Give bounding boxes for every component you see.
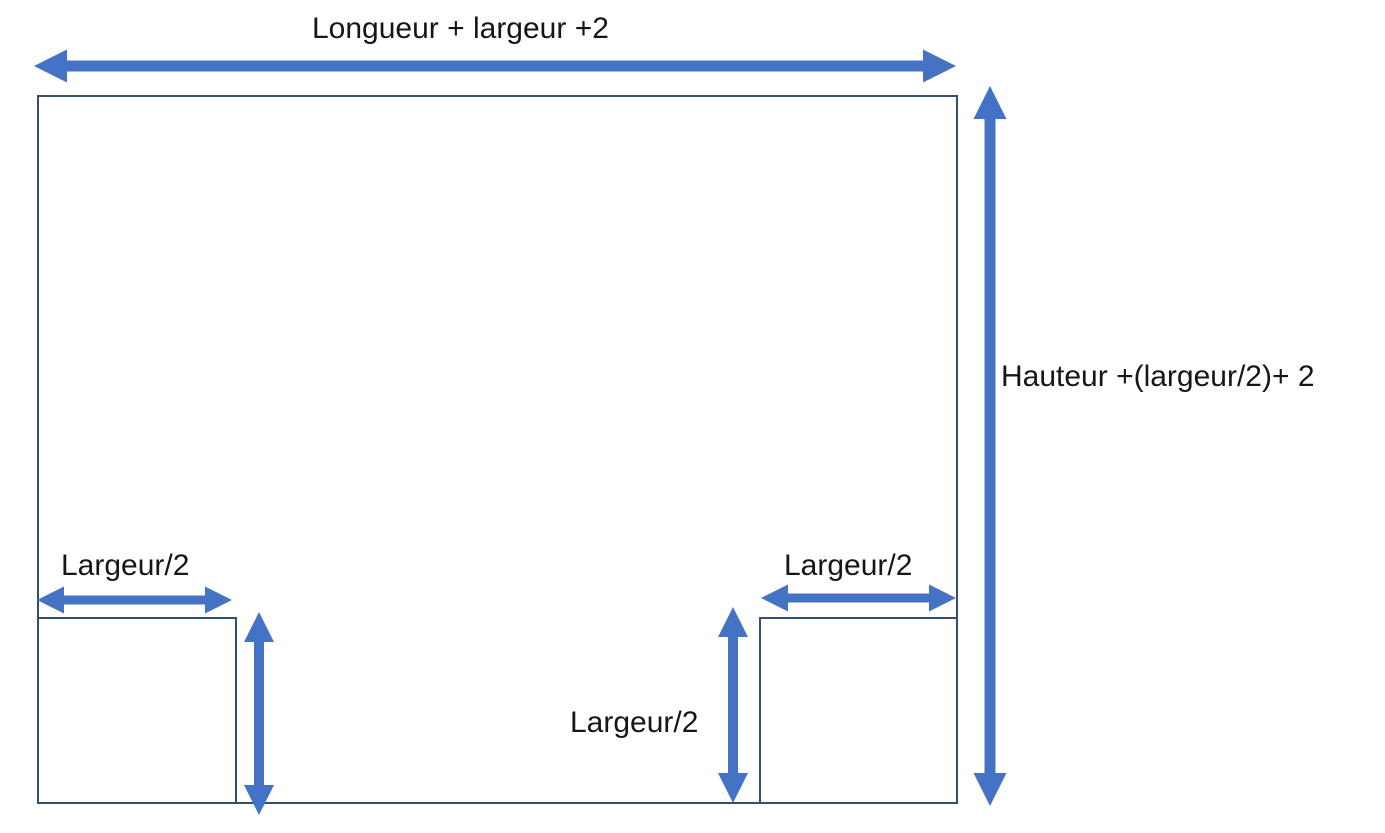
main-rectangle — [37, 95, 958, 804]
bottom-right-square — [759, 617, 958, 804]
label-bottom-left-dimension: Largeur/2 — [61, 549, 190, 582]
label-bottom-right-dimension: Largeur/2 — [784, 549, 913, 582]
label-right-dimension: Hauteur +(largeur/2)+ 2 — [1001, 360, 1315, 393]
label-top-dimension: Longueur + largeur +2 — [312, 12, 609, 45]
label-middle-dimension: Largeur/2 — [570, 706, 699, 739]
bottom-left-square — [37, 617, 237, 804]
